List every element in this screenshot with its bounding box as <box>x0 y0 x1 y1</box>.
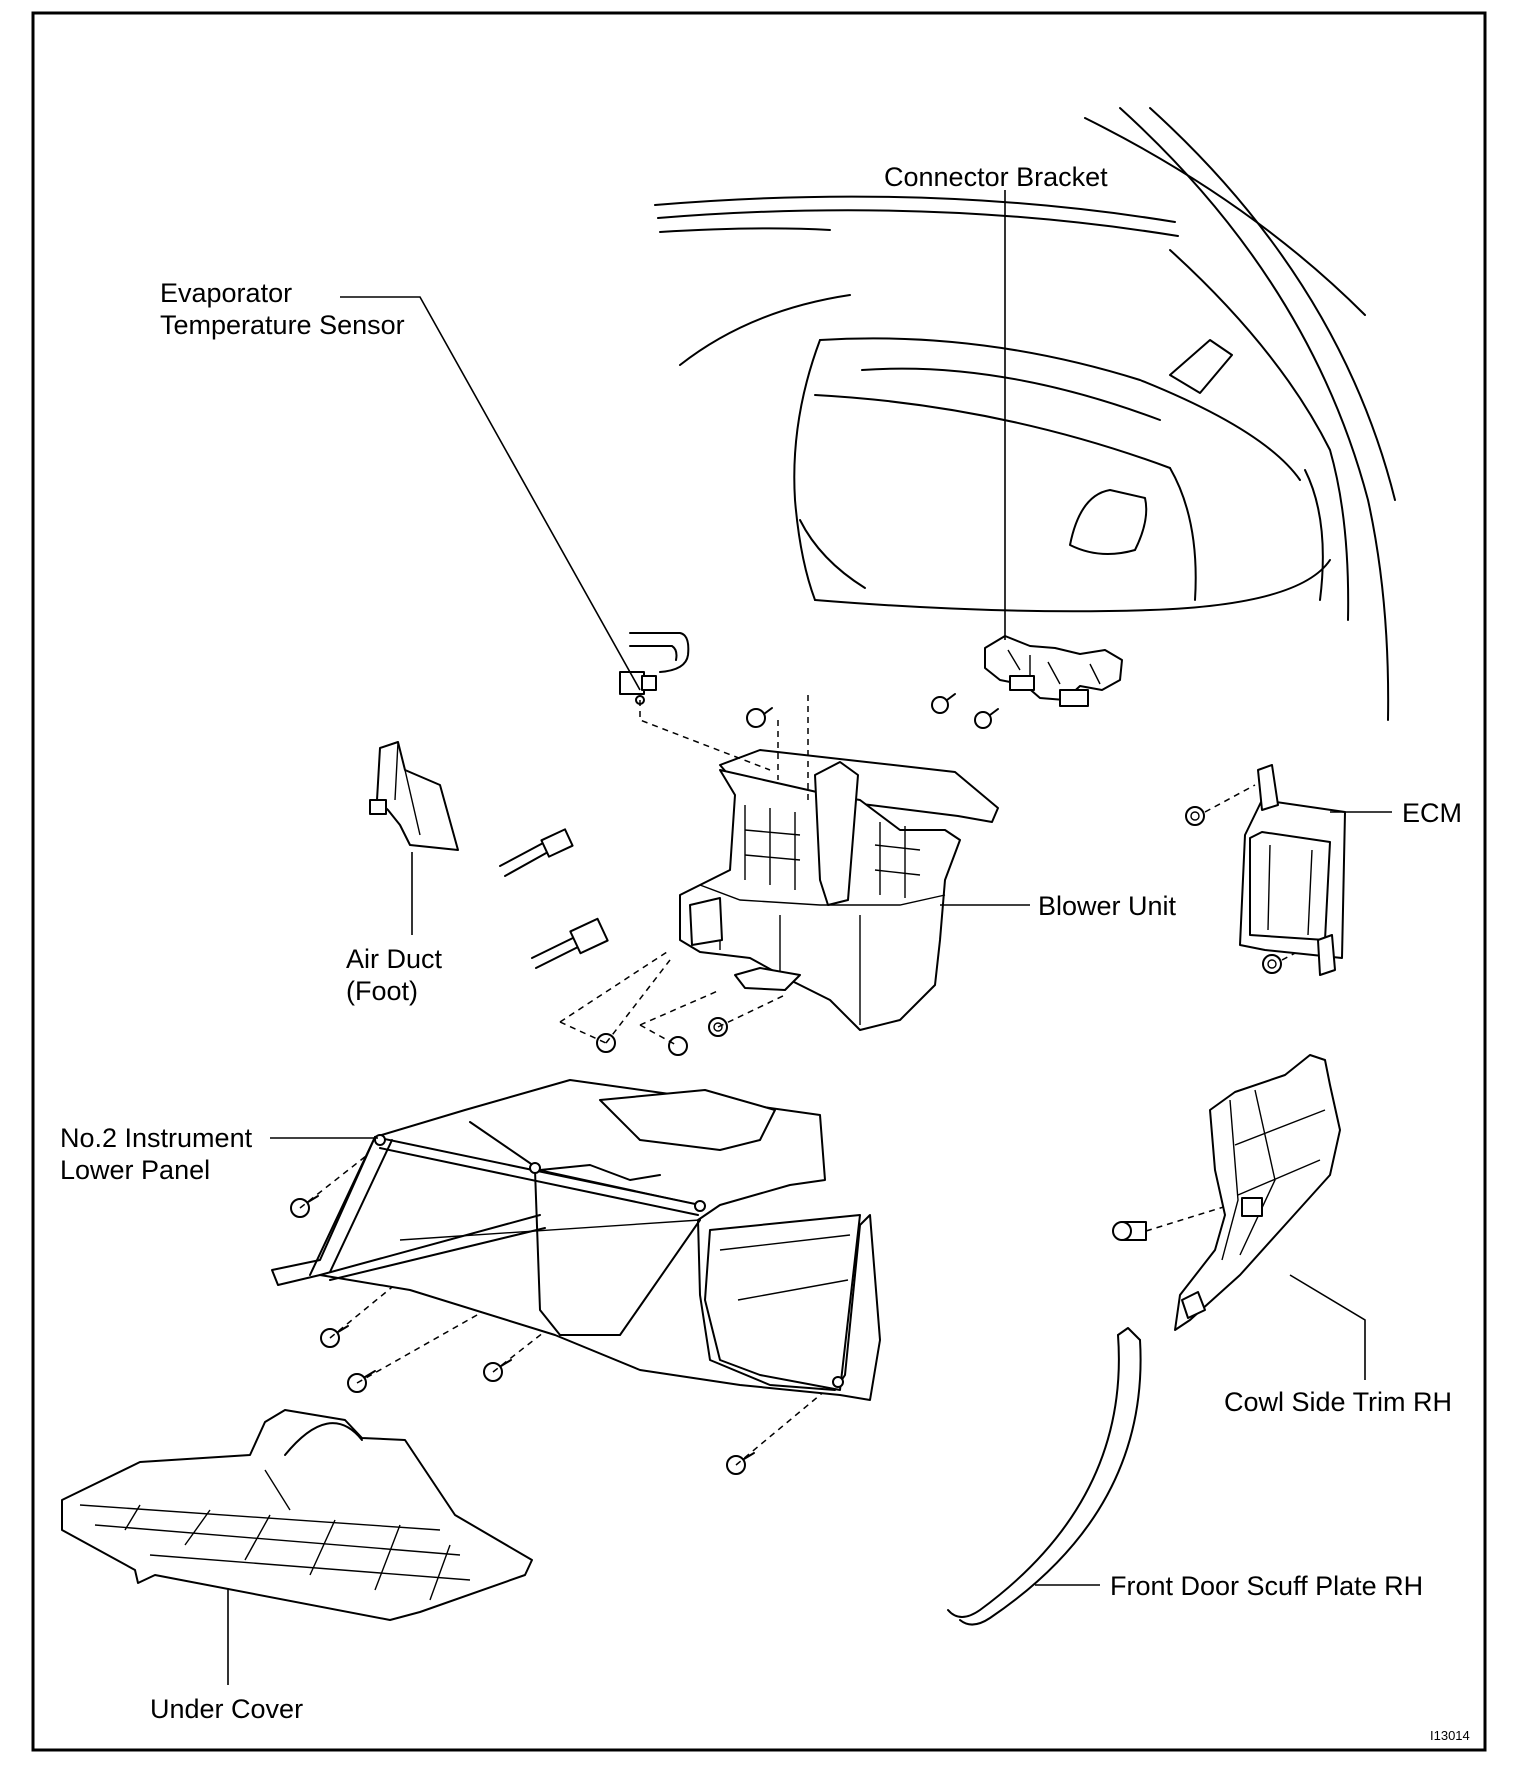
label-ecm: ECM <box>1402 798 1462 828</box>
screw <box>726 1452 755 1475</box>
nut <box>1185 806 1205 826</box>
label-cowl-side-trim: Cowl Side Trim RH <box>1224 1387 1452 1417</box>
label-instrument-line1: No.2 Instrument <box>60 1123 253 1153</box>
screw <box>483 1359 512 1382</box>
label-connector-bracket: Connector Bracket <box>884 162 1108 192</box>
clip <box>1112 1221 1147 1241</box>
label-blower-unit: Blower Unit <box>1038 891 1177 921</box>
connector-bracket-part <box>984 635 1123 707</box>
screw <box>320 1325 349 1348</box>
screw <box>746 707 773 728</box>
diagram-frame <box>31 11 1487 1752</box>
dashboard-body <box>654 107 1396 721</box>
label-air-duct-line2: (Foot) <box>346 976 418 1006</box>
blower-unit-part <box>679 749 999 1031</box>
screw <box>290 1195 319 1218</box>
front-door-scuff-plate-part <box>947 1327 1142 1626</box>
label-instrument-line2: Lower Panel <box>60 1155 210 1185</box>
nut <box>1262 954 1282 974</box>
label-evaporator-line2: Temperature Sensor <box>160 310 405 340</box>
screw <box>974 708 999 729</box>
instrument-lower-panel-part <box>271 1079 881 1401</box>
label-air-duct-line1: Air Duct <box>346 944 443 974</box>
cowl-side-trim-part <box>1174 1054 1341 1331</box>
wire-connectors <box>499 828 609 969</box>
screw <box>347 1370 376 1393</box>
screw <box>668 1036 688 1056</box>
under-cover-part <box>61 1409 533 1621</box>
part-labels: Connector Bracket Evaporator Temperature… <box>60 162 1470 1743</box>
air-duct-part <box>369 741 459 851</box>
label-evaporator-line1: Evaporator <box>160 278 292 308</box>
screw <box>931 693 956 714</box>
label-under-cover: Under Cover <box>150 1694 303 1724</box>
label-front-door-scuff: Front Door Scuff Plate RH <box>1110 1571 1423 1601</box>
figure-code: I13014 <box>1430 1728 1470 1743</box>
leader-lines <box>227 190 1392 1685</box>
evaporator-sensor-part <box>619 632 690 705</box>
ecm-part <box>1239 764 1346 976</box>
